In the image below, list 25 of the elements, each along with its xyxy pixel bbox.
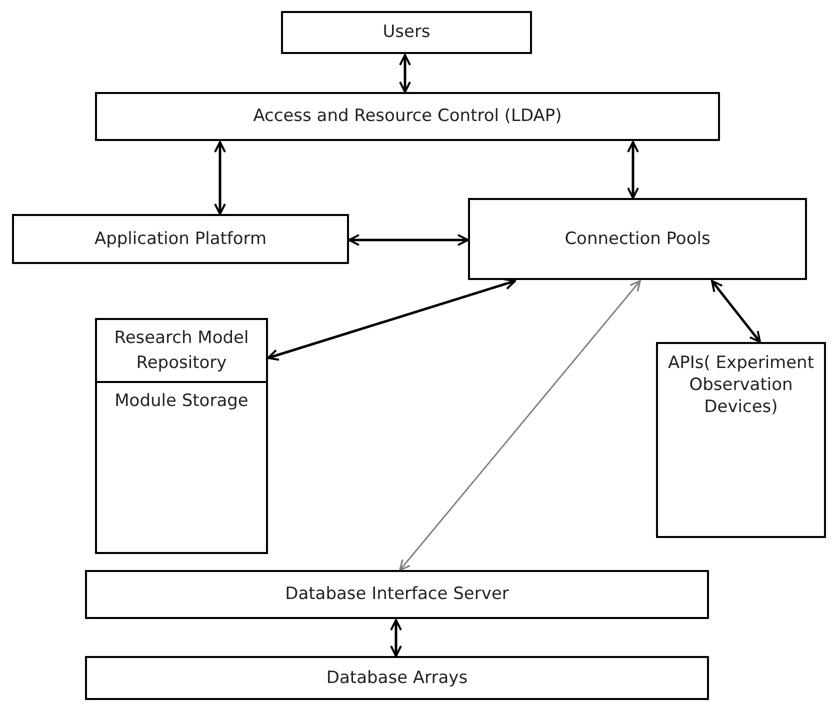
process-box bbox=[468, 198, 807, 280]
node-text: Research Model Repository bbox=[113, 327, 250, 375]
node-text: Application Platform bbox=[93, 228, 268, 251]
double-arrow bbox=[348, 234, 469, 246]
process-box bbox=[85, 570, 709, 619]
process-box bbox=[95, 318, 268, 554]
process-box bbox=[281, 11, 532, 54]
process-box bbox=[85, 656, 709, 700]
double-arrow bbox=[711, 280, 761, 343]
double-arrow bbox=[214, 141, 226, 215]
double-arrow bbox=[627, 141, 639, 199]
node-text: Module Storage bbox=[97, 381, 266, 420]
double-arrow bbox=[399, 54, 411, 93]
node-text: Access and Resource Control (LDAP) bbox=[252, 105, 563, 128]
process-box bbox=[656, 342, 826, 538]
process-box bbox=[95, 92, 720, 141]
node-text: Database Arrays bbox=[325, 666, 469, 690]
node-text: Users bbox=[382, 21, 432, 44]
node-text: Connection Pools bbox=[564, 228, 712, 251]
process-box bbox=[12, 214, 349, 264]
double-arrow bbox=[399, 280, 641, 571]
node-text: APIs( Experiment Observation Devices) bbox=[666, 352, 815, 420]
node-text: Database Interface Server bbox=[284, 583, 510, 606]
double-arrow bbox=[390, 619, 402, 657]
double-arrow bbox=[267, 278, 516, 361]
